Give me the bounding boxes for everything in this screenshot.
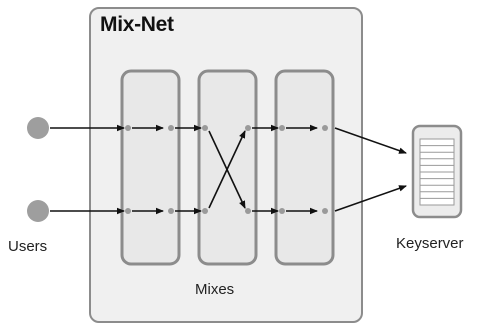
- keyserver-label: Keyserver: [396, 235, 464, 252]
- port-dot: [125, 125, 131, 131]
- panel-title: Mix-Net: [100, 13, 174, 36]
- user-icon: [27, 200, 49, 222]
- port-dot: [202, 125, 208, 131]
- port-dot: [125, 208, 131, 214]
- port-dot: [245, 208, 251, 214]
- crossed-arrow: [208, 130, 246, 209]
- port-dot: [168, 125, 174, 131]
- user-icon: [27, 117, 49, 139]
- arrow: [334, 127, 407, 154]
- users-label: Users: [8, 238, 48, 255]
- arrow: [334, 185, 407, 212]
- mix-node: [120, 69, 181, 266]
- mix-node: [274, 69, 335, 266]
- port-dot: [279, 208, 285, 214]
- port-dot: [202, 208, 208, 214]
- port-dot: [322, 125, 328, 131]
- server-icon: [411, 124, 463, 219]
- port-dot: [245, 125, 251, 131]
- port-dot: [279, 125, 285, 131]
- mixes-label: Mixes: [195, 281, 235, 298]
- port-dot: [168, 208, 174, 214]
- port-dot: [322, 208, 328, 214]
